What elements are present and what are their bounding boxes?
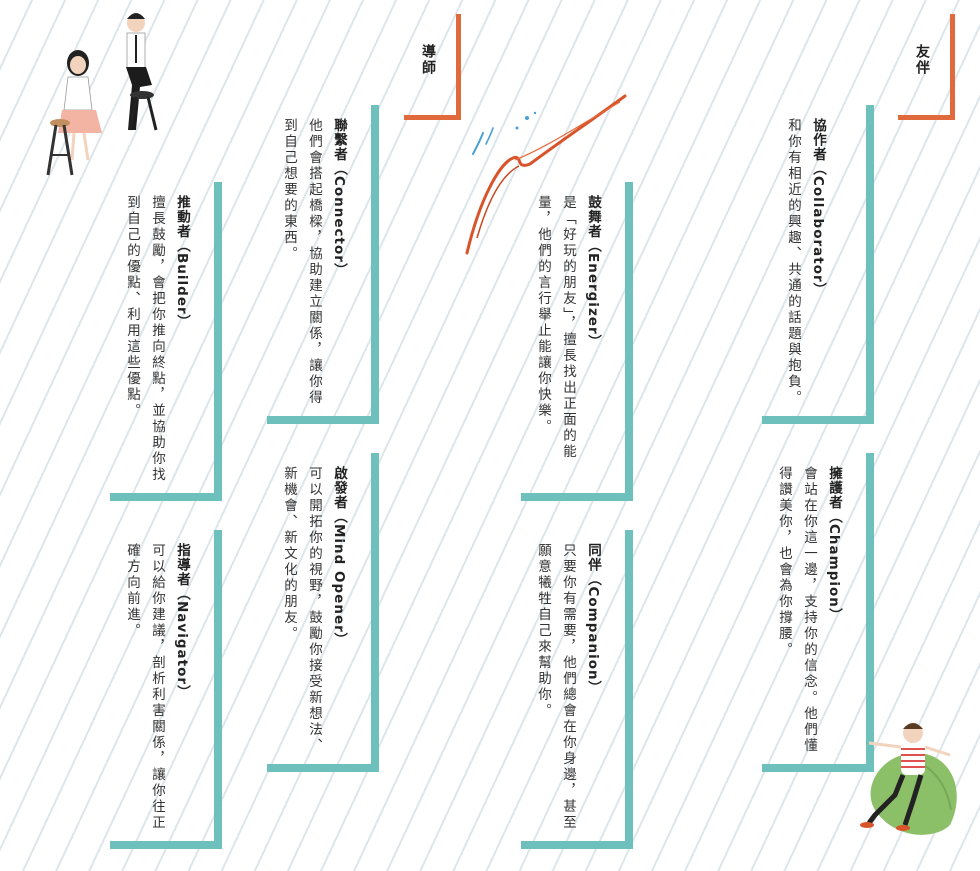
energizer-body: 是「好玩的朋友」，擅長找出正面的能量，他們的言行舉止能讓你快樂。	[535, 195, 576, 461]
mind-opener-body: 可以開拓你的視野，鼓勵你接受新想法、新機會、新文化的朋友。	[281, 466, 322, 754]
navigator-title: 指導者（Navigator）	[172, 543, 192, 700]
collaborator-body: 和你有相近的興趣、共通的話題與抱負。	[785, 118, 801, 406]
mind-opener-title: 啟發者（Mind Opener）	[329, 466, 349, 647]
energizer-title-zh: 鼓舞者	[585, 195, 601, 239]
section-header-mentor: 導師	[420, 44, 436, 76]
collaborator-title-en: （Collaborator）	[810, 161, 826, 298]
companion-title: 同伴（Companion）	[583, 543, 603, 695]
connector-title-zh: 聯繫者	[331, 118, 347, 162]
person-on-beanbag-illustration	[860, 723, 957, 835]
connector-card	[267, 105, 379, 424]
champion-title-zh: 擁護者	[826, 466, 842, 510]
connector-title-en: （Connector）	[331, 161, 347, 278]
builder-title-zh: 推動者	[174, 195, 190, 239]
collaborator-title: 協作者（Collaborator）	[808, 118, 828, 297]
builder-card	[110, 182, 222, 501]
connector-body: 他們會搭起橋樑，協助建立關係，讓你得到自己想要的東西。	[281, 118, 322, 406]
navigator-title-en: （Navigator）	[174, 586, 190, 700]
companion-frame	[898, 14, 955, 120]
champion-title: 擁護者（Champion）	[824, 466, 844, 622]
two-people-on-stools-illustration	[46, 13, 158, 176]
section-header-companion: 友伴	[914, 44, 930, 76]
energizer-title: 鼓舞者（Energizer）	[583, 195, 603, 349]
companion-card	[521, 530, 633, 849]
navigator-card	[110, 530, 222, 849]
builder-title: 推動者（Builder）	[172, 195, 192, 329]
mind-opener-title-zh: 啟發者	[331, 466, 347, 510]
companion-title-zh: 同伴	[585, 543, 601, 572]
champion-body: 會站在你這一邊，支持你的信念。他們懂得讚美你，也會為你撐腰。	[776, 466, 817, 754]
mind-opener-title-en: （Mind Opener）	[331, 509, 347, 648]
champion-title-en: （Champion）	[826, 509, 842, 623]
collaborator-title-zh: 協作者	[810, 118, 826, 162]
brush-stroke-decoration	[465, 94, 627, 255]
builder-body: 擅長鼓勵，會把你推向終點，並協助你找到自己的優點、利用這些優點。	[124, 195, 165, 483]
connector-title: 聯繫者（Connector）	[329, 118, 349, 277]
collaborator-card	[762, 105, 874, 424]
energizer-title-en: （Energizer）	[585, 238, 601, 350]
champion-card	[762, 453, 874, 772]
companion-body: 只要你有需要，他們總會在你身邊，甚至願意犧牲自己來幫助你。	[535, 543, 576, 831]
navigator-body: 可以給你建議，剖析利害關係，讓你往正確方向前進。	[124, 543, 165, 831]
energizer-card	[521, 182, 633, 501]
navigator-title-zh: 指導者	[174, 543, 190, 587]
mentor-frame	[404, 14, 461, 120]
companion-title-en: （Companion）	[585, 572, 601, 696]
builder-title-en: （Builder）	[174, 238, 190, 330]
mind-opener-card	[267, 453, 379, 772]
